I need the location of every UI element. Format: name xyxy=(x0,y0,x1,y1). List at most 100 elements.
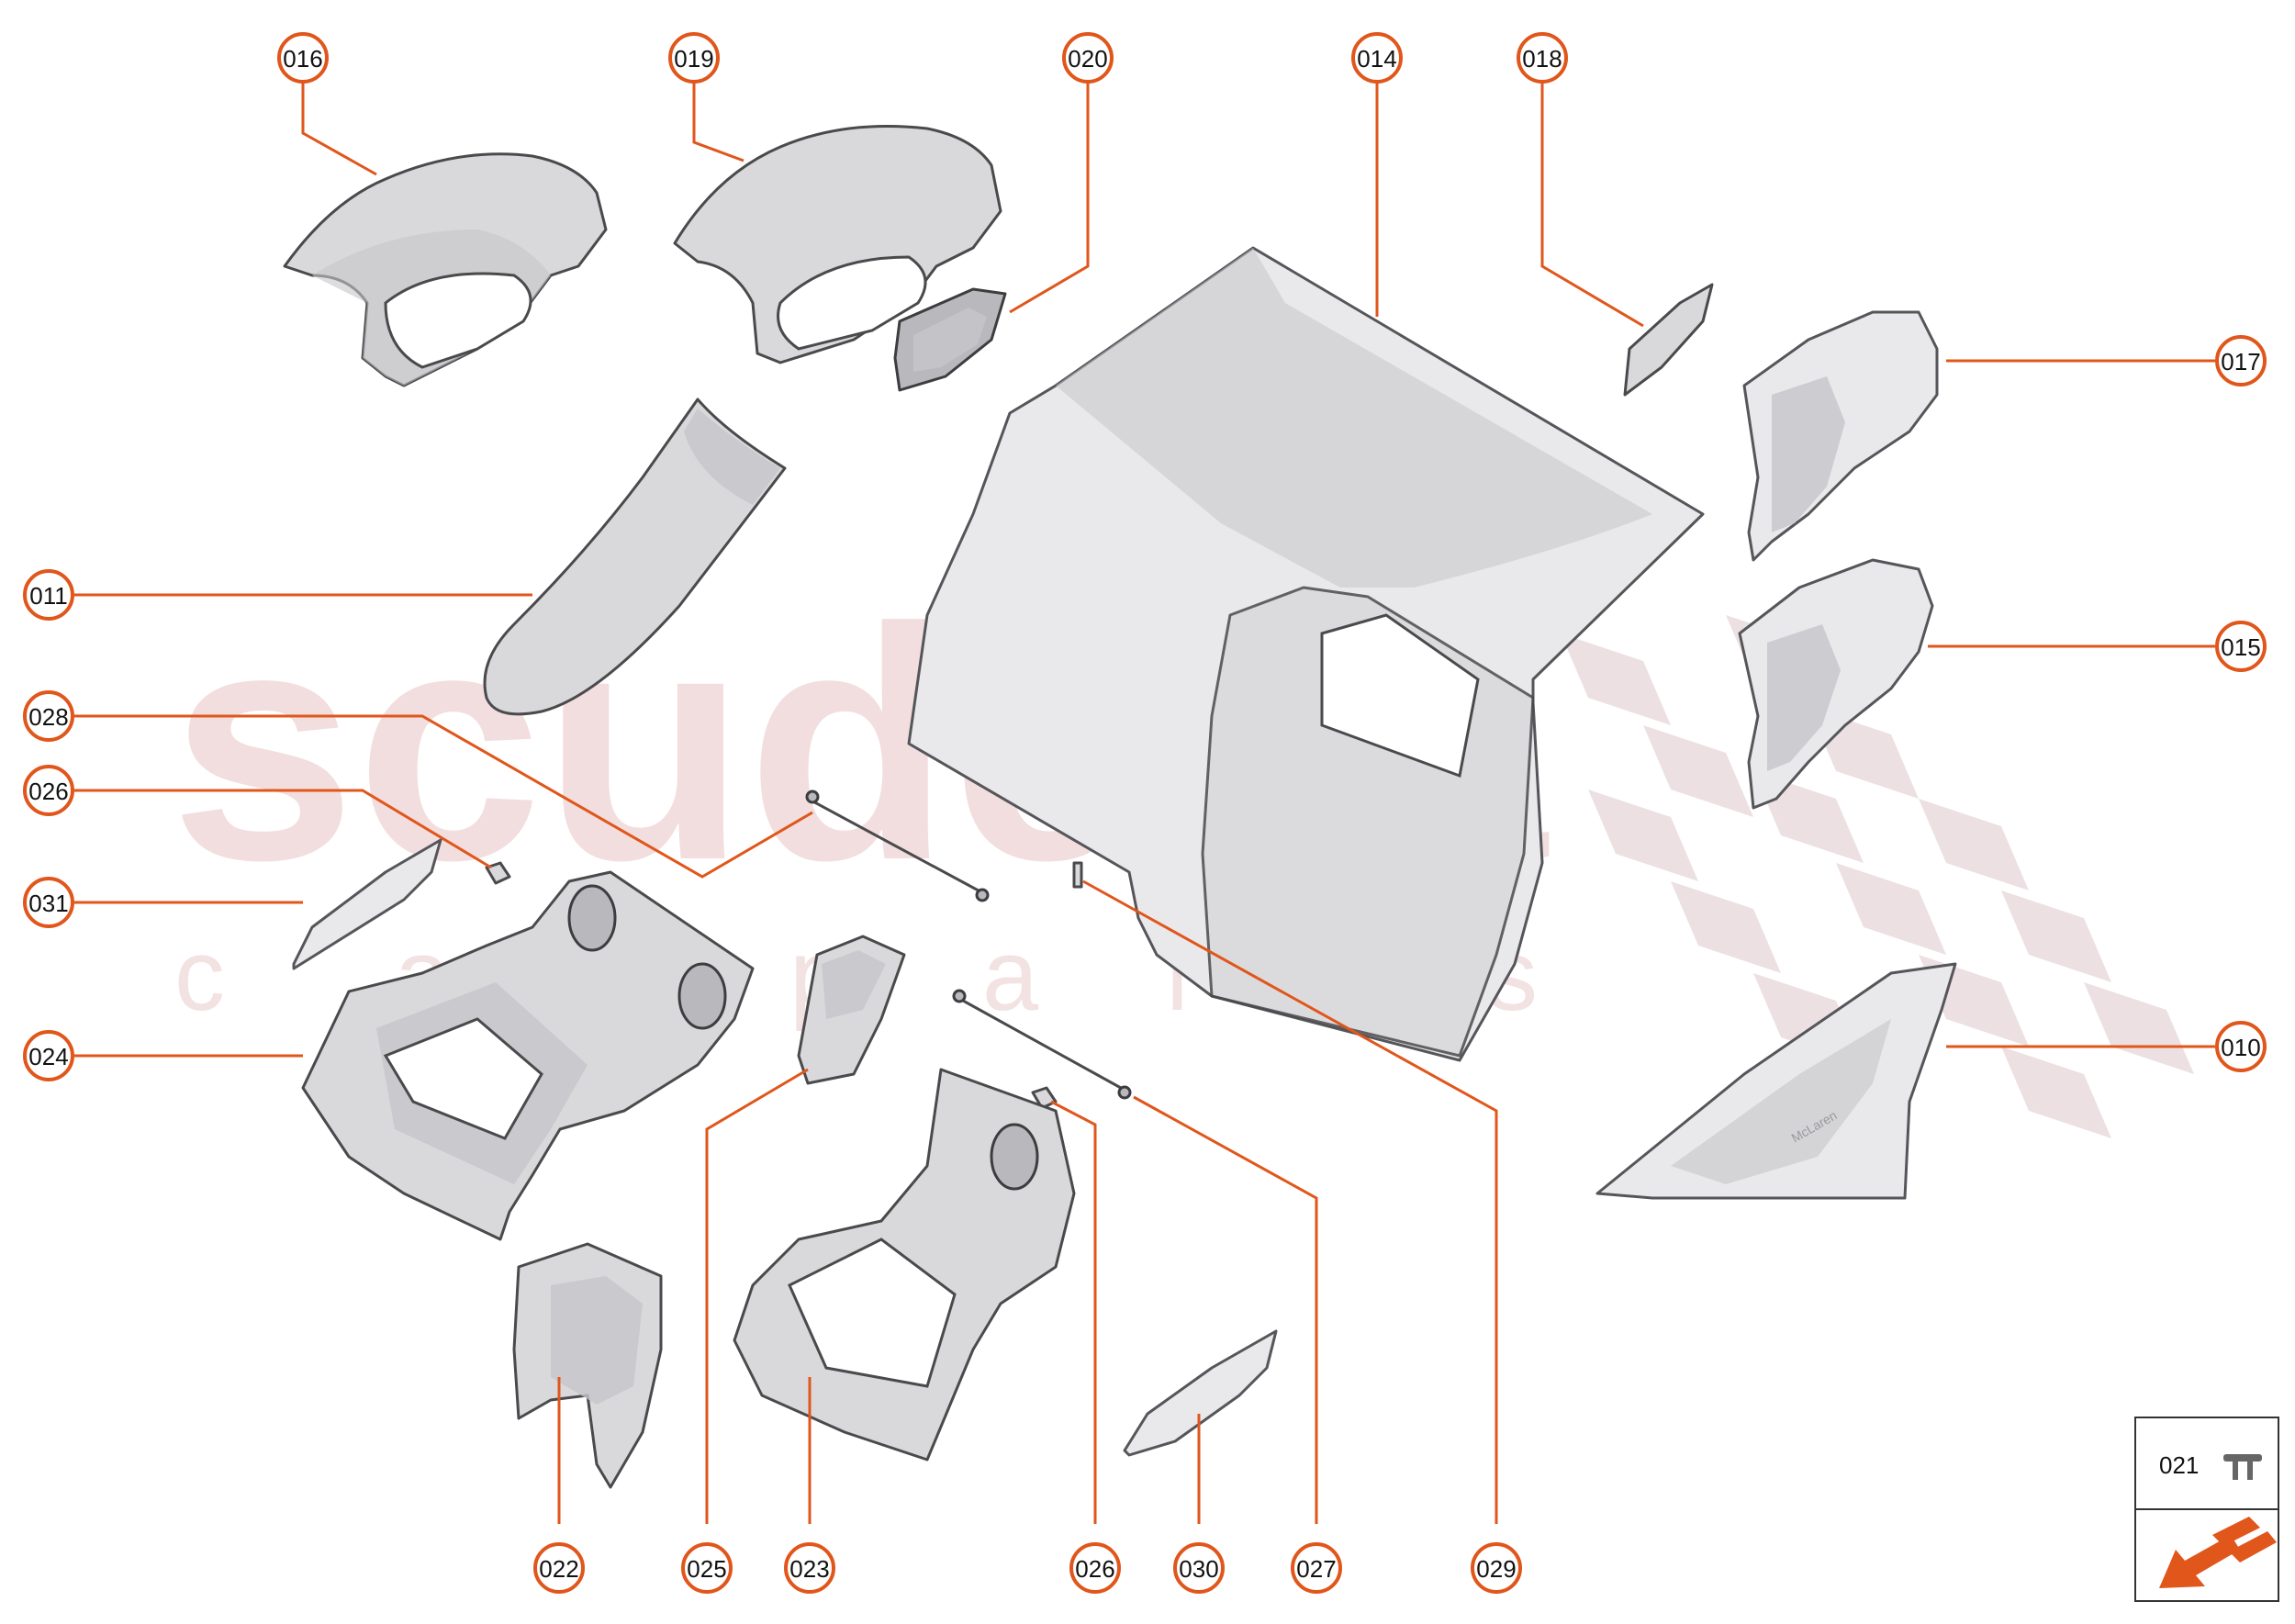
callout-028[interactable]: 028 xyxy=(23,690,74,742)
callout-label[interactable]: 022 xyxy=(539,1555,578,1583)
part-011-a-pillar-trim xyxy=(483,398,787,716)
callout-circle[interactable] xyxy=(1069,1542,1121,1594)
leader-027 xyxy=(1133,1095,1318,1524)
push-clip-fastener-icon xyxy=(2223,1454,2262,1480)
part-018-small-trim xyxy=(1623,283,1714,397)
callout-circle[interactable] xyxy=(2215,1021,2267,1072)
callout-circle[interactable] xyxy=(1517,32,1568,84)
leader-lines xyxy=(74,82,2215,1524)
arrow-back-icon[interactable] xyxy=(2159,1517,2277,1588)
callout-label[interactable]: 017 xyxy=(2221,348,2260,375)
callout-circle[interactable] xyxy=(533,1542,585,1594)
callout-circle[interactable] xyxy=(23,877,74,928)
callout-024[interactable]: 024 xyxy=(23,1030,74,1081)
callout-label[interactable]: 014 xyxy=(1357,45,1396,73)
callout-circle[interactable] xyxy=(681,1542,733,1594)
callout-circle[interactable] xyxy=(784,1542,835,1594)
callout-circle[interactable] xyxy=(23,1030,74,1081)
legend-back-nav[interactable] xyxy=(2134,1508,2279,1602)
callout-circle[interactable] xyxy=(23,765,74,816)
leader-026b xyxy=(1050,1100,1097,1524)
callout-label[interactable]: 028 xyxy=(28,703,68,731)
watermark-letter: c xyxy=(174,919,225,1032)
part-014-rear-bulkhead-panel xyxy=(907,246,1705,1062)
part-010-door-sill-trim: McLaren xyxy=(1595,962,1957,1200)
part-024-footwell-trim-left xyxy=(301,870,755,1241)
callout-label[interactable]: 023 xyxy=(789,1555,829,1583)
part-019-upper-trim-right xyxy=(673,125,1002,364)
part-031-trim-strip-left xyxy=(292,838,442,970)
callouts: 016 019 020 014 018 017 011 015 xyxy=(23,32,2267,1594)
callout-label[interactable]: 019 xyxy=(674,45,713,73)
callout-029[interactable]: 029 xyxy=(1471,1542,1522,1594)
part-020-speaker-grille xyxy=(893,287,1007,392)
callout-015[interactable]: 015 xyxy=(2215,621,2267,672)
callout-025[interactable]: 025 xyxy=(681,1542,733,1594)
callout-circle[interactable] xyxy=(668,32,720,84)
callout-circle[interactable] xyxy=(2215,335,2267,386)
callout-023[interactable]: 023 xyxy=(784,1542,835,1594)
callout-014[interactable]: 014 xyxy=(1351,32,1403,84)
callout-label[interactable]: 015 xyxy=(2221,633,2260,661)
callout-circle[interactable] xyxy=(1291,1542,1342,1594)
legend: 021 xyxy=(2134,1417,2279,1602)
callout-017[interactable]: 017 xyxy=(2215,335,2267,386)
callout-circle[interactable] xyxy=(1471,1542,1522,1594)
part-028-rod xyxy=(805,790,990,902)
callout-circle[interactable] xyxy=(1173,1542,1225,1594)
callout-027[interactable]: 027 xyxy=(1291,1542,1342,1594)
callout-026-left[interactable]: 026 xyxy=(23,765,74,816)
callout-label[interactable]: 026 xyxy=(28,778,68,805)
watermark-letter: a xyxy=(982,919,1039,1032)
leader-025 xyxy=(705,1068,809,1524)
callout-label[interactable]: 020 xyxy=(1068,45,1107,73)
callout-label[interactable]: 025 xyxy=(687,1555,726,1583)
callout-022[interactable]: 022 xyxy=(533,1542,585,1594)
part-023-footwell-trim-right xyxy=(733,1068,1076,1462)
callout-circle[interactable] xyxy=(23,690,74,742)
leader-028 xyxy=(74,714,813,879)
part-027-rod xyxy=(952,989,1132,1100)
callout-label[interactable]: 016 xyxy=(283,45,322,73)
part-026-clip-left xyxy=(485,861,511,885)
leader-016 xyxy=(301,82,377,176)
callout-031[interactable]: 031 xyxy=(23,877,74,928)
callout-label[interactable]: 027 xyxy=(1296,1555,1336,1583)
part-015-c-pillar-trim-lower xyxy=(1738,558,1934,810)
callout-018[interactable]: 018 xyxy=(1517,32,1568,84)
callout-label[interactable]: 026 xyxy=(1075,1555,1114,1583)
callout-label[interactable]: 029 xyxy=(1476,1555,1516,1583)
legend-part-number[interactable]: 021 xyxy=(2159,1451,2199,1479)
callout-circle[interactable] xyxy=(277,32,329,84)
part-026-clip-right xyxy=(1031,1086,1058,1110)
callout-circle[interactable] xyxy=(2215,621,2267,672)
callout-030[interactable]: 030 xyxy=(1173,1542,1225,1594)
callout-019[interactable]: 019 xyxy=(668,32,720,84)
callout-label[interactable]: 030 xyxy=(1179,1555,1218,1583)
callout-026-bottom[interactable]: 026 xyxy=(1069,1542,1121,1594)
part-029-pin xyxy=(1072,861,1083,889)
leader-020 xyxy=(1009,82,1090,314)
leader-029 xyxy=(1082,879,1498,1524)
part-025-bracket xyxy=(797,935,906,1085)
callout-label[interactable]: 031 xyxy=(28,890,68,917)
callout-016[interactable]: 016 xyxy=(277,32,329,84)
callout-label[interactable]: 024 xyxy=(28,1043,68,1070)
callout-circle[interactable] xyxy=(23,569,74,621)
legend-box[interactable] xyxy=(2134,1417,2279,1510)
callout-label[interactable]: 018 xyxy=(1522,45,1562,73)
callout-020[interactable]: 020 xyxy=(1062,32,1114,84)
part-016-upper-trim-left xyxy=(283,152,608,387)
callout-010[interactable]: 010 xyxy=(2215,1021,2267,1072)
leader-019 xyxy=(692,82,744,162)
legend-part-021[interactable]: 021 xyxy=(2134,1417,2279,1510)
leader-018 xyxy=(1540,82,1644,328)
part-017-c-pillar-trim-upper xyxy=(1742,310,1939,562)
callout-label[interactable]: 010 xyxy=(2221,1034,2260,1061)
leader-026a xyxy=(74,789,492,869)
callout-circle[interactable] xyxy=(1062,32,1114,84)
callout-011[interactable]: 011 xyxy=(23,569,74,621)
callout-label[interactable]: 011 xyxy=(29,582,67,610)
callout-circle[interactable] xyxy=(1351,32,1403,84)
